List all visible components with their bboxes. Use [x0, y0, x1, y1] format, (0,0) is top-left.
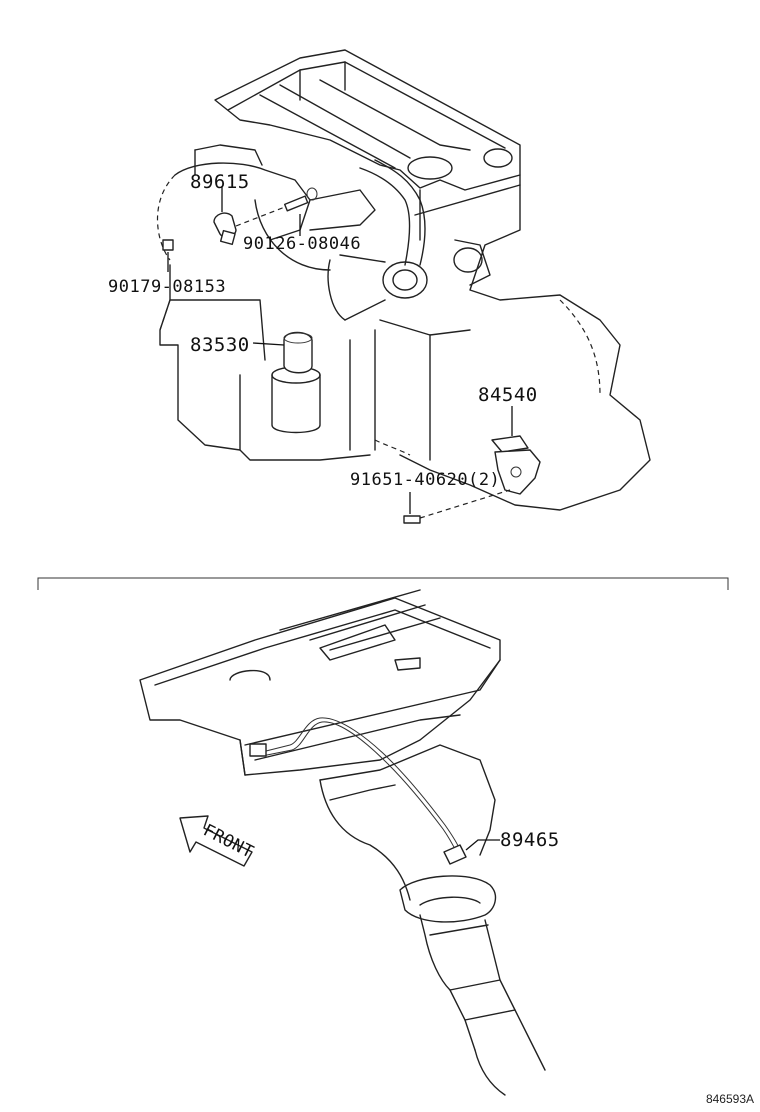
front-direction-arrow-icon [179, 815, 253, 867]
bolt-91651-40620 [403, 492, 421, 524]
knock-sensor-89615 [213, 186, 291, 246]
part-label-83530: 83530 [190, 334, 250, 356]
section-divider [37, 577, 729, 590]
oxygen-sensor-89465 [249, 717, 500, 865]
neutral-start-switch-84540 [419, 406, 541, 519]
part-label-89615: 89615 [190, 171, 250, 193]
part-label-84540: 84540 [478, 384, 538, 406]
oil-pressure-switch-83530 [252, 331, 313, 374]
stud-bolt-90126-08046 [283, 187, 318, 236]
diagram-id: 846593A [705, 1092, 754, 1106]
engine-head-exhaust-illustration [139, 589, 546, 1096]
part-label-89465: 89465 [500, 829, 560, 851]
part-label-90126-08046: 90126-08046 [243, 234, 361, 254]
part-label-90179-08153: 90179-08153 [108, 277, 226, 297]
engine-block-illustration [157, 49, 651, 511]
nut-90179-08153 [162, 239, 174, 272]
front-arrow-label: FRONT [200, 821, 257, 863]
part-label-91651-40620: 91651-40620(2) [350, 470, 500, 490]
